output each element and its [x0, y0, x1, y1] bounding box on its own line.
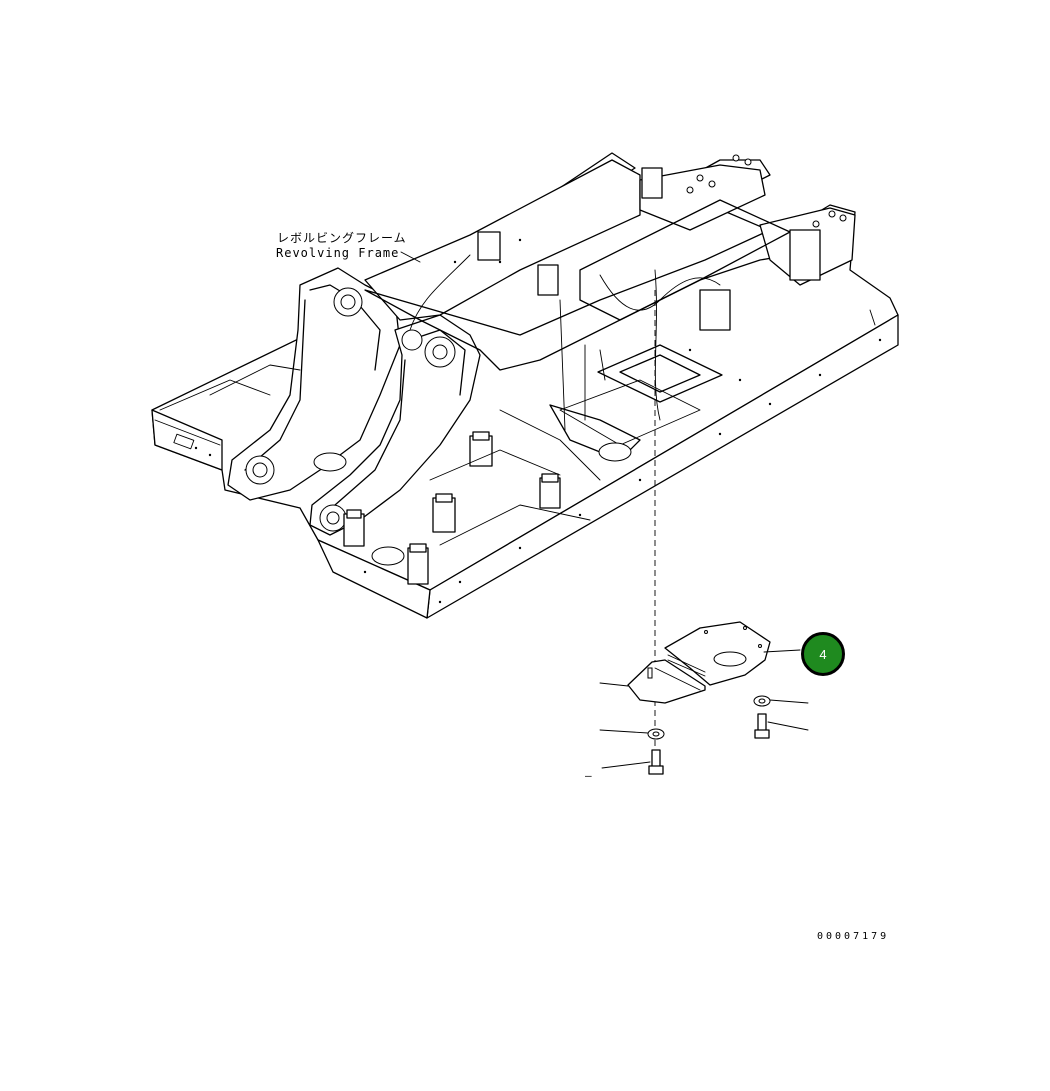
part-callout-4[interactable]: 4	[801, 632, 845, 676]
part-dash-mark: –	[585, 769, 592, 782]
under-cover-plate	[627, 621, 771, 704]
callout-number: 4	[819, 646, 827, 662]
frame-deck	[151, 152, 899, 619]
frame-label-japanese: レボルビングフレーム	[277, 231, 407, 245]
frame-label-english: Revolving Frame	[276, 246, 400, 260]
drawing-number: 00007179	[817, 931, 890, 942]
fasteners	[647, 695, 771, 775]
mount-brackets	[343, 167, 821, 585]
leader-lines	[400, 251, 809, 769]
deck-openings	[159, 238, 882, 604]
boom-brackets	[227, 267, 481, 536]
frame-piping	[409, 254, 721, 421]
frame-beams	[364, 154, 856, 371]
